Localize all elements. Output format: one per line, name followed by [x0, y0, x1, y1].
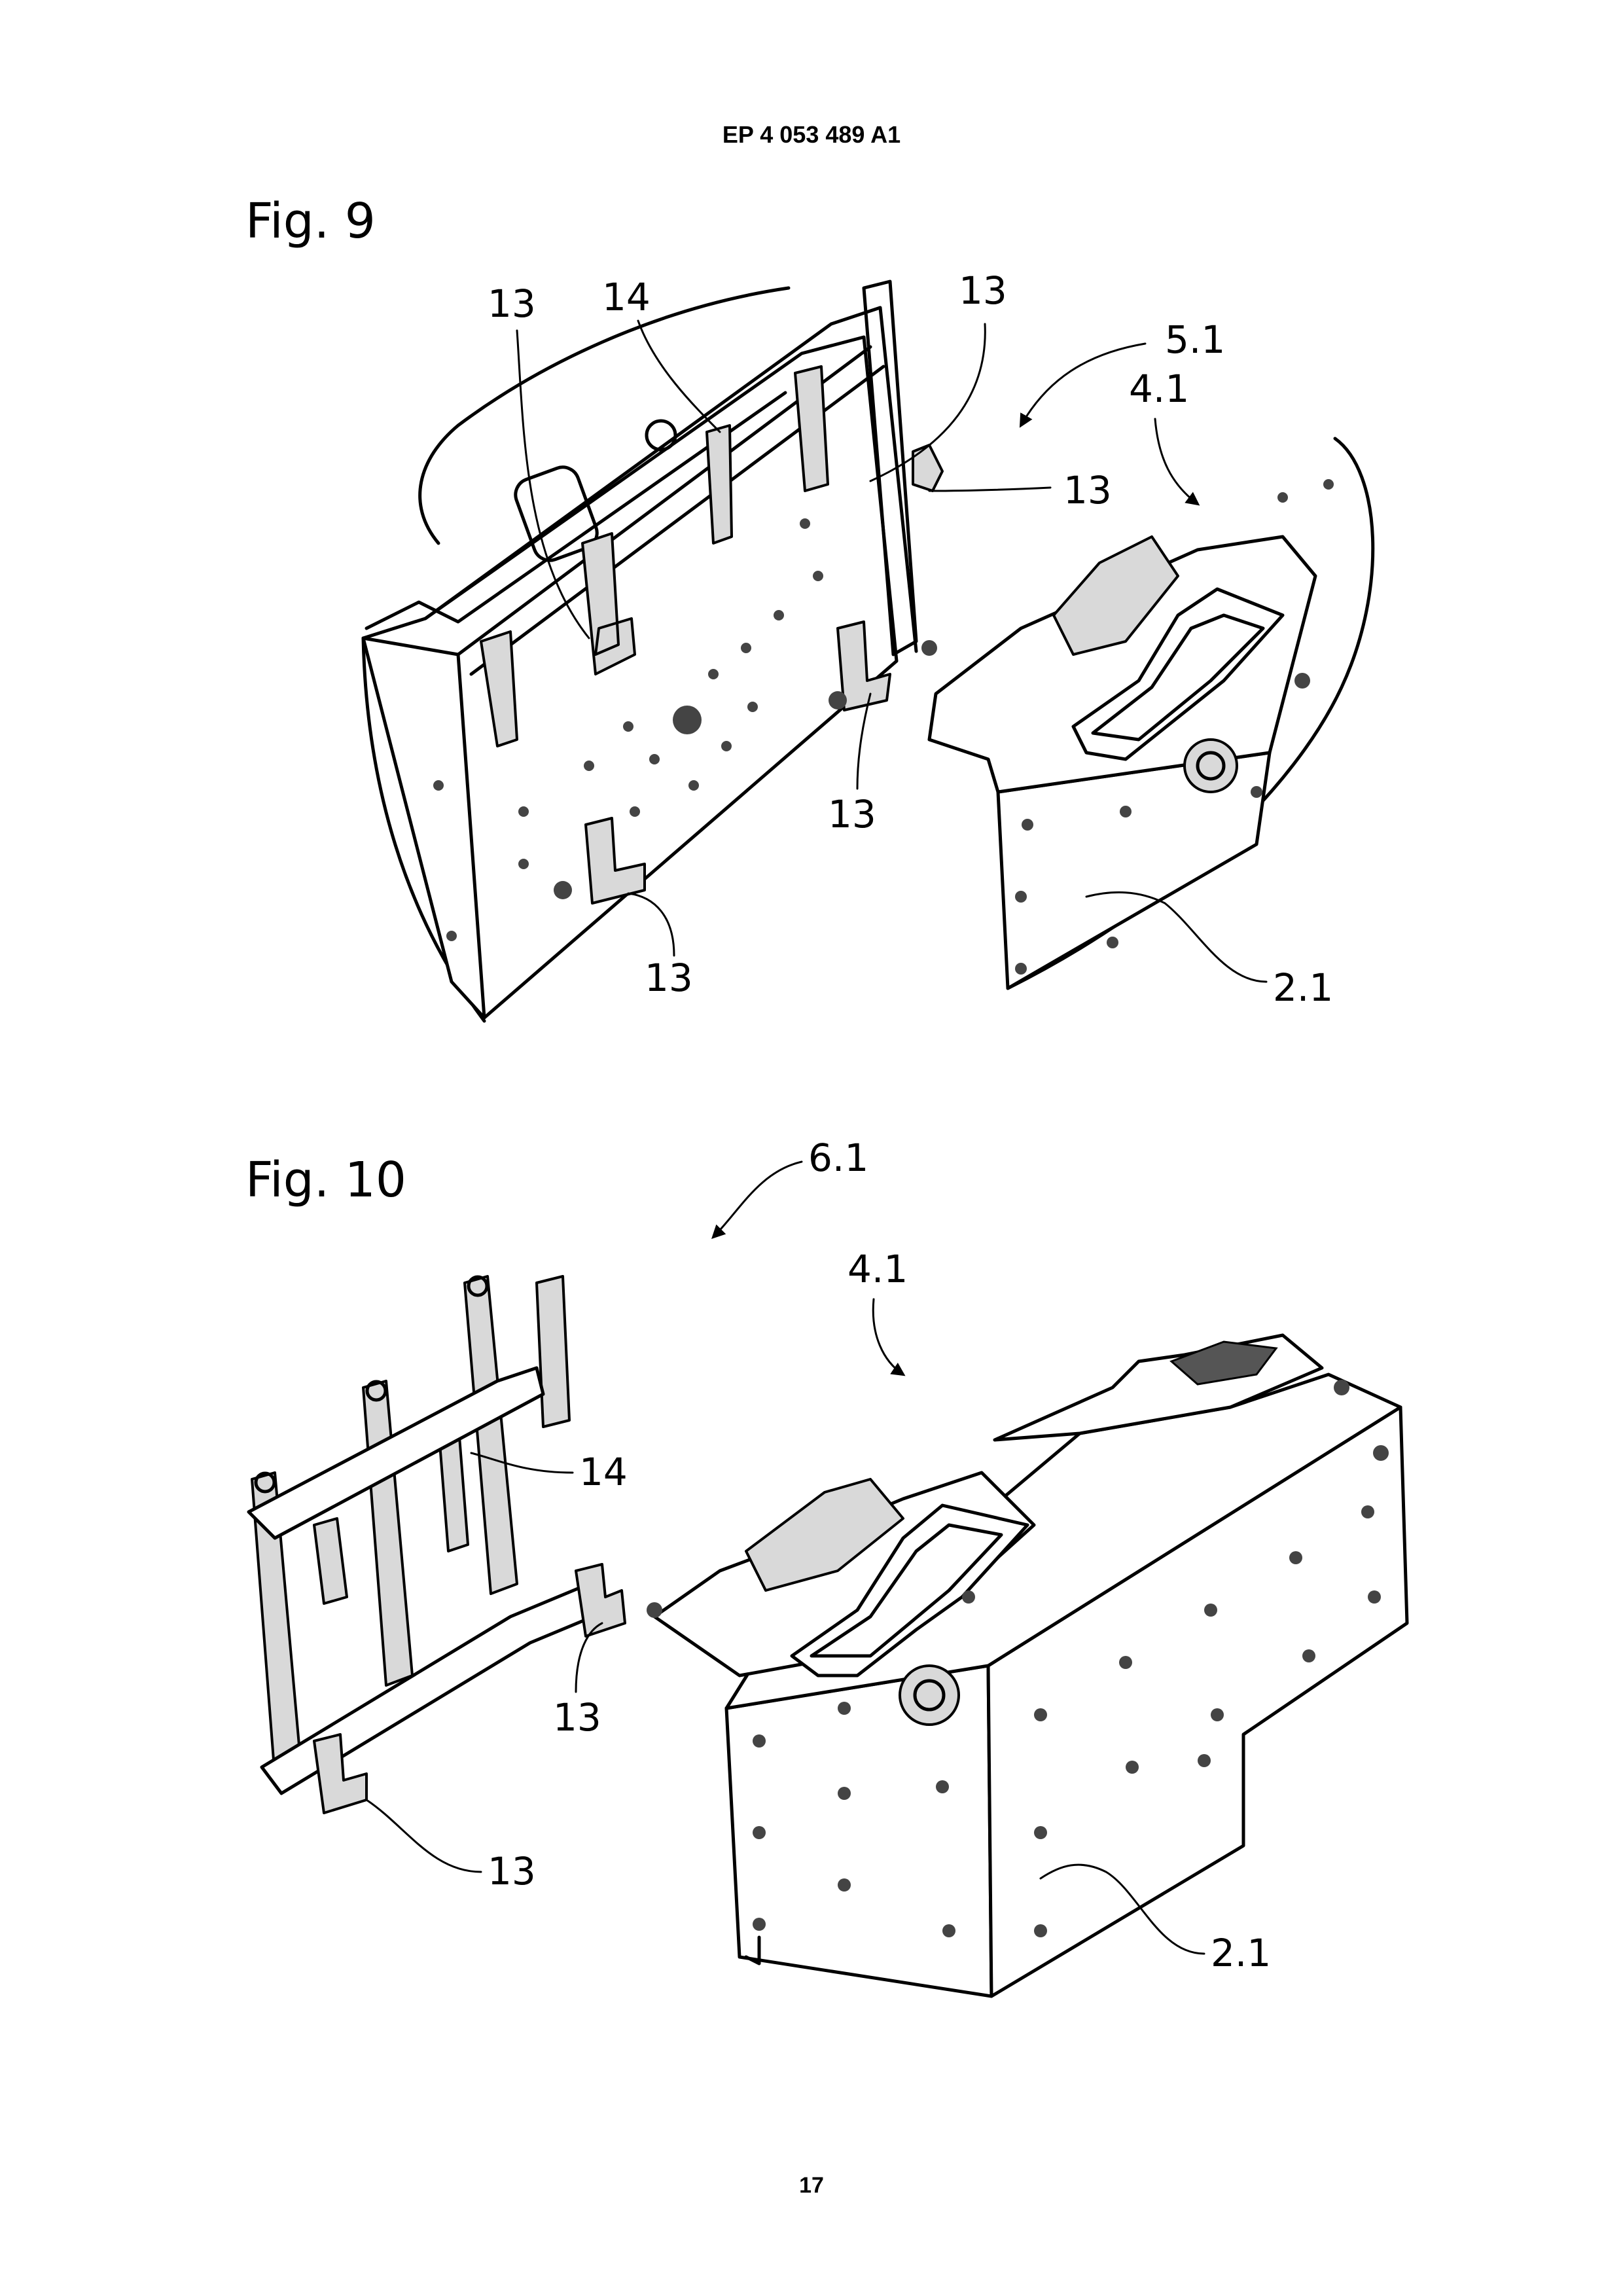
fig10-module-bolts	[647, 1380, 1389, 1937]
fig9-hook-group	[480, 365, 944, 905]
fig9-ref-14: 14	[602, 275, 651, 319]
fig9-arrow-5-1	[1019, 342, 1147, 428]
fig10-leader-13-lower	[365, 1799, 482, 1873]
fig10-drawing	[247, 1160, 1409, 1998]
fig9-handle-frame	[1071, 587, 1285, 761]
fig9-ref-13-right: 13	[1063, 468, 1112, 512]
fig10-rack-post-2	[362, 1380, 414, 1687]
fig10-rear-plate	[1169, 1340, 1278, 1386]
fig9-leader-14	[637, 319, 721, 433]
fig9-bar-14	[705, 424, 733, 545]
fig9-arrow-4-1	[1154, 418, 1200, 506]
fig10-rack-bar-b	[535, 1275, 571, 1428]
fig10-leader-13-upper	[575, 1622, 603, 1693]
fig9-frame-top-edge	[423, 306, 918, 653]
fig10-round-connector-inner	[913, 1679, 946, 1712]
fig9-drawing	[361, 279, 1375, 1023]
fig9-ref-13-top-left: 13	[488, 281, 536, 326]
fig9-hook-top-right	[794, 365, 829, 492]
fig9-ref-4-1: 4.1	[1129, 367, 1190, 411]
fig10-ref-2-1: 2.1	[1211, 1931, 1272, 1975]
fig10-ref-4-1: 4.1	[847, 1247, 908, 1291]
fig9-ref-2-1: 2.1	[1273, 965, 1334, 1010]
fig9-handle-opening	[514, 465, 599, 562]
fig9-hook-lower-right	[836, 620, 891, 711]
fig9-leader-13d	[856, 692, 872, 790]
fig9-ref-13-lower: 13	[828, 792, 876, 836]
fig9-hook-bottom	[584, 817, 646, 905]
fig9-ref-13-top-right: 13	[959, 268, 1007, 313]
fig10-rack-hook-upper	[575, 1563, 626, 1638]
fig10-arrow-6-1	[711, 1160, 803, 1239]
fig10-ref-14: 14	[579, 1450, 628, 1494]
fig9-module-bolts	[921, 479, 1334, 975]
page-number: 17	[799, 2173, 824, 2198]
fig10-round-connector	[899, 1664, 960, 1726]
fig10-ref-13-lower: 13	[488, 1849, 536, 1893]
fig10-arrow-4-1	[872, 1298, 906, 1376]
fig10-ref-13-upper: 13	[553, 1695, 601, 1740]
fig10-connector-block	[745, 1478, 904, 1592]
fig10-rack-eye-2	[365, 1380, 387, 1402]
fig9-cutaway-outline-top	[418, 286, 791, 545]
fig9-leader-13e	[627, 892, 675, 957]
fig9-connector-block	[1052, 535, 1179, 656]
fig-9-label: Fig. 9	[245, 193, 376, 249]
fig10-rack-top-beam	[247, 1366, 545, 1540]
fig9-hook-left-upper	[480, 630, 518, 747]
fig9-handle-inner	[1091, 613, 1265, 742]
fig10-module-foot	[744, 1935, 761, 1965]
fig9-leader-2-1	[1085, 891, 1268, 983]
fig10-rack-hook-lower	[313, 1733, 368, 1814]
fig9-bolt-holes	[433, 518, 847, 941]
fig10-ref-6-1: 6.1	[808, 1136, 869, 1180]
fig10-rack-eye-3	[467, 1275, 489, 1297]
fig9-leader-13b	[869, 323, 986, 482]
fig9-vertical-post	[862, 279, 918, 656]
fig10-rack-bottom-beam	[260, 1582, 611, 1795]
fig9-hook-middle	[581, 532, 636, 675]
fig9-upper-bevel	[365, 391, 787, 630]
fig9-module-housing-front	[996, 751, 1272, 990]
fig9-ref-5-1: 5.1	[1165, 317, 1226, 362]
fig9-leader-13c	[928, 486, 1052, 492]
fig10-rack	[247, 1275, 626, 1814]
fig9-hook-far-right	[912, 444, 944, 492]
fig9-ref-13-bottom: 13	[645, 956, 693, 1000]
fig10-rack-post-3	[463, 1275, 518, 1595]
fig10-rack-bar-a	[313, 1517, 348, 1605]
fig9-leader-13a	[516, 329, 590, 639]
fig10-leader-2-1	[1039, 1863, 1205, 1955]
fig10-rack-eye-1	[254, 1471, 276, 1494]
fig-10-label: Fig. 10	[245, 1152, 406, 1208]
fig10-leader-14	[470, 1452, 574, 1474]
fig9-round-connector-inner	[1196, 751, 1226, 781]
fig9-round-port	[645, 419, 677, 452]
fig10-handle-inner	[810, 1523, 1003, 1658]
fig10-handle-frame	[790, 1503, 1029, 1677]
document-number: EP 4 053 489 A1	[722, 121, 901, 148]
fig9-round-connector	[1183, 738, 1238, 793]
